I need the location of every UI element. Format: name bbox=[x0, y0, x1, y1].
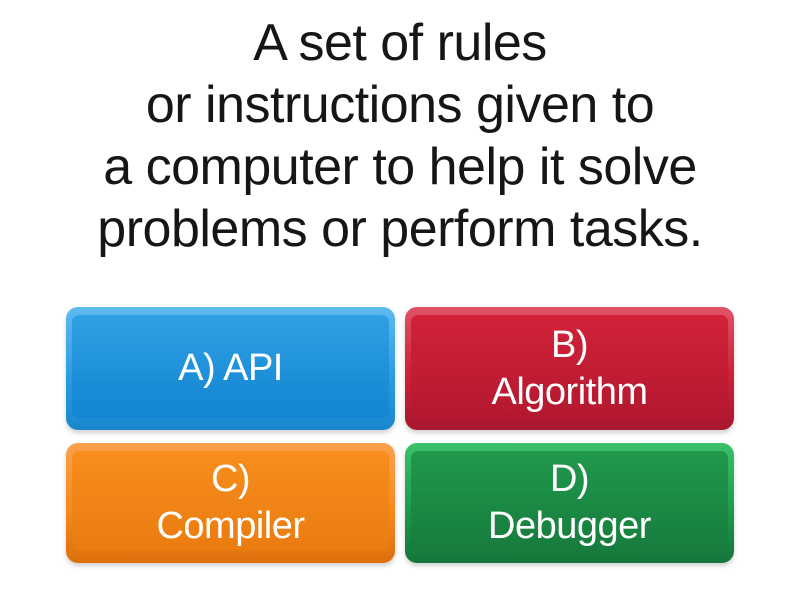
answer-button-b[interactable]: B) Algorithm bbox=[405, 307, 734, 430]
answer-button-d[interactable]: D) Debugger bbox=[405, 443, 734, 563]
question-line: or instructions given to bbox=[145, 76, 655, 134]
answer-button-face bbox=[72, 451, 389, 551]
answer-button-face bbox=[411, 451, 728, 551]
answer-button-a[interactable]: A) API bbox=[66, 307, 395, 430]
question-text: A set of rules or instructions given to … bbox=[0, 12, 800, 260]
answer-grid: A) API B) Algorithm C) Compiler D) Debug… bbox=[66, 307, 734, 563]
answer-label: D) Debugger bbox=[488, 458, 651, 547]
question-line: A set of rules bbox=[253, 14, 547, 72]
question-line: problems or perform tasks. bbox=[97, 200, 703, 258]
answer-label: A) API bbox=[178, 347, 283, 389]
answer-label: C) Compiler bbox=[156, 458, 305, 547]
answer-label: B) Algorithm bbox=[491, 323, 649, 413]
answer-button-face bbox=[72, 315, 389, 418]
answer-button-c[interactable]: C) Compiler bbox=[66, 443, 395, 563]
question-line: a computer to help it solve bbox=[103, 138, 697, 196]
answer-button-face bbox=[411, 315, 728, 418]
